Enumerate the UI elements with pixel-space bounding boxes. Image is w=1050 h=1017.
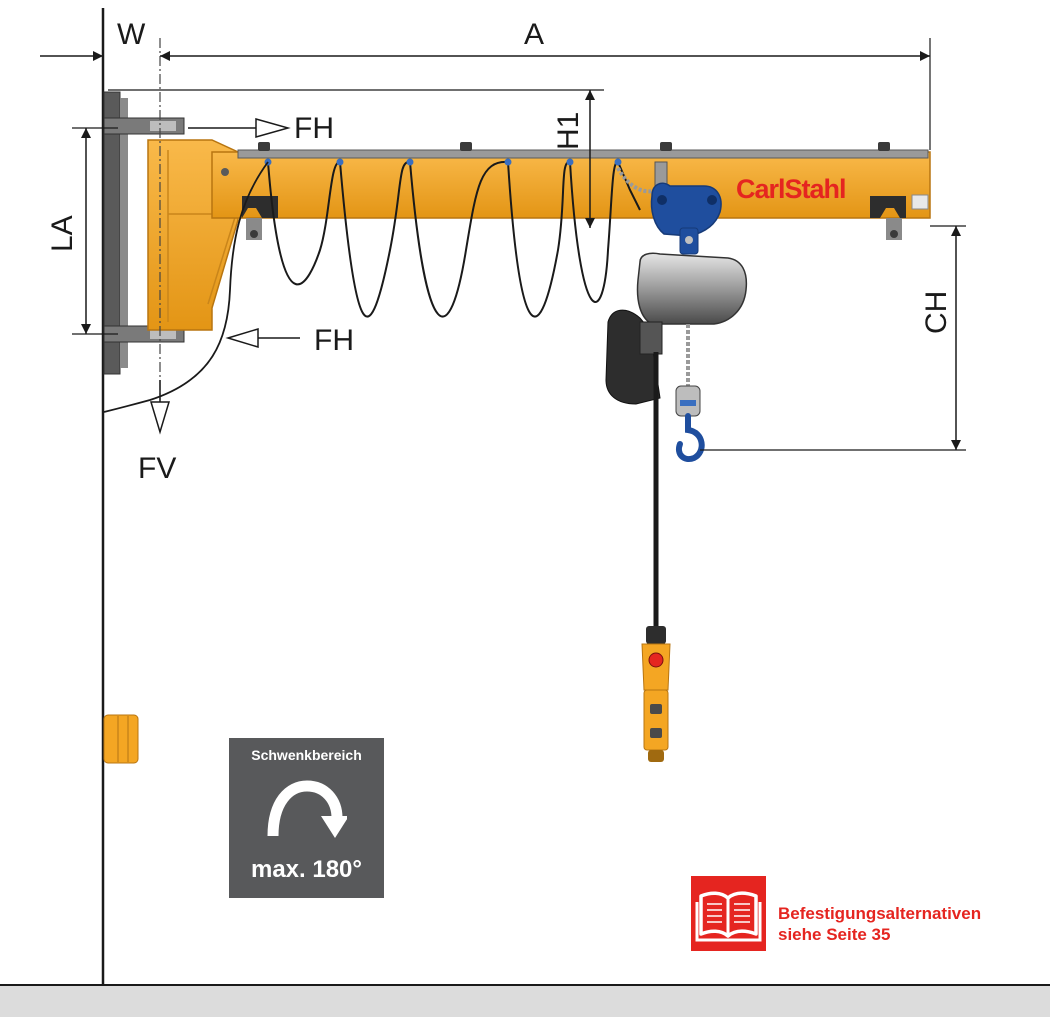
beam-bolts	[258, 142, 890, 151]
floor	[0, 984, 1050, 1017]
force-label-fh-top: FH	[294, 112, 334, 145]
book-icon	[695, 891, 762, 942]
control-pendant	[641, 352, 671, 762]
swing-range-title: Schwenkbereich	[251, 747, 362, 763]
safety-chain	[616, 166, 662, 194]
end-stops	[242, 196, 906, 240]
dim-label-h1: H1	[552, 112, 585, 150]
force-fv: FV	[138, 380, 176, 485]
swing-range-value: max. 180°	[250, 856, 362, 883]
brand-logo-part2: Stahl	[785, 174, 846, 204]
dimension-w: W	[40, 18, 200, 61]
dim-label-a: A	[524, 18, 544, 51]
reference-line-1: Befestigungsalternativen	[778, 904, 982, 923]
swing-range-box: Schwenkbereich max. 180°	[229, 738, 384, 898]
rotation-arrow-icon	[267, 780, 347, 838]
festoon-cable	[267, 160, 641, 318]
force-fh-bottom: FH	[225, 324, 354, 357]
brand-logo-part1: Carl	[736, 174, 785, 204]
wall-bumper	[103, 714, 139, 764]
force-label-fv: FV	[138, 452, 176, 485]
dimension-h1: H1	[108, 89, 604, 228]
supply-cable	[103, 161, 269, 413]
dimension-a: A	[200, 18, 931, 150]
chain-hoist	[605, 252, 748, 462]
force-fh-top: FH	[188, 112, 334, 145]
dim-label-la: LA	[46, 215, 79, 252]
trolley	[650, 161, 722, 255]
reference-box	[691, 876, 766, 951]
reference-text: Befestigungsalternativen siehe Seite 35	[778, 903, 981, 945]
force-label-fh-bottom: FH	[314, 324, 354, 357]
jib-arm	[147, 139, 931, 331]
dimension-ch: CH	[700, 225, 966, 451]
svg-text:CarlStahl: CarlStahl	[736, 174, 846, 204]
dim-label-ch: CH	[920, 291, 953, 334]
dim-label-w: W	[117, 18, 146, 51]
dimension-la: LA	[46, 127, 118, 335]
reference-line-2: siehe Seite 35	[778, 925, 891, 944]
